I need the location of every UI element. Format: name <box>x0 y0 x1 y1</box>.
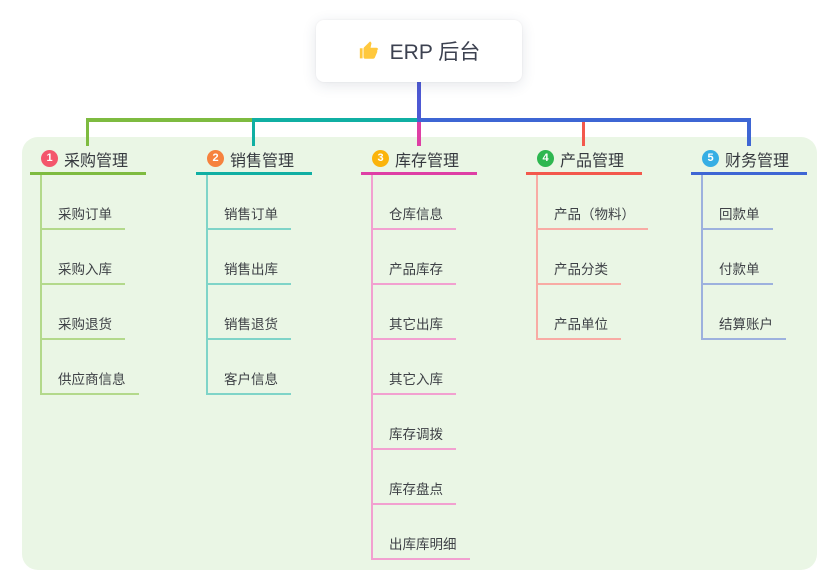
child-node-label[interactable]: 销售订单 <box>208 203 291 230</box>
branch-node-purchase-management[interactable]: 1 采购管理 <box>30 145 146 175</box>
branch-node-inventory-management[interactable]: 3 库存管理 <box>361 145 477 175</box>
child-node-label[interactable]: 回款单 <box>703 203 773 230</box>
child-row: 库存调拨 <box>373 395 501 450</box>
child-row: 销售出库 <box>208 230 336 285</box>
child-row: 采购订单 <box>42 175 170 230</box>
branch-children-product-management: 产品（物料） 产品分类产品单位 <box>536 175 666 340</box>
child-node-label[interactable]: 供应商信息 <box>42 368 139 395</box>
child-row: 客户信息 <box>208 340 336 395</box>
child-row: 采购入库 <box>42 230 170 285</box>
child-node-label[interactable]: 结算账户 <box>703 313 786 340</box>
child-row: 出库库明细 <box>373 505 501 560</box>
child-row: 其它入库 <box>373 340 501 395</box>
branch-node-finance-management[interactable]: 5 财务管理 <box>691 145 807 175</box>
branch-children-purchase-management: 采购订单采购入库采购退货供应商信息 <box>40 175 170 395</box>
connector-elbow-purchase-h <box>85 118 256 122</box>
branch-node-label: 产品管理 <box>560 152 625 170</box>
child-node-label[interactable]: 采购退货 <box>42 313 125 340</box>
child-row: 产品（物料） <box>538 175 666 230</box>
child-node-label[interactable]: 销售出库 <box>208 258 291 285</box>
connector-drop-inventory <box>417 119 421 146</box>
child-node-label[interactable]: 付款单 <box>703 258 773 285</box>
child-node-label[interactable]: 出库库明细 <box>373 533 470 560</box>
child-node-label[interactable]: 仓库信息 <box>373 203 456 230</box>
child-node-label[interactable]: 其它出库 <box>373 313 456 340</box>
child-node-label[interactable]: 销售退货 <box>208 313 291 340</box>
connector-elbow-finance-h <box>417 118 751 122</box>
branch-purchase-management: 1 采购管理采购订单采购入库采购退货供应商信息 <box>30 145 170 395</box>
branch-number-badge: 4 <box>537 150 554 167</box>
child-row: 销售订单 <box>208 175 336 230</box>
branch-sales-management: 2 销售管理销售订单销售出库销售退货客户信息 <box>196 145 336 395</box>
branch-number-badge: 1 <box>41 150 58 167</box>
root-node-label: ERP 后台 <box>389 41 481 64</box>
connector-drop-product <box>581 119 586 146</box>
child-node-label[interactable]: 库存调拨 <box>373 423 456 450</box>
child-node-label[interactable]: 采购入库 <box>42 258 125 285</box>
branch-node-sales-management[interactable]: 2 销售管理 <box>196 145 312 175</box>
branch-node-label: 采购管理 <box>64 152 129 170</box>
branch-node-label: 库存管理 <box>395 152 460 170</box>
child-node-label[interactable]: 采购订单 <box>42 203 125 230</box>
child-row: 其它出库 <box>373 285 501 340</box>
branch-finance-management: 5 财务管理回款单付款单结算账户 <box>691 145 831 340</box>
branch-node-label: 销售管理 <box>230 152 295 170</box>
child-row: 付款单 <box>703 230 831 285</box>
branch-number-badge: 5 <box>702 150 719 167</box>
branch-children-sales-management: 销售订单销售出库销售退货客户信息 <box>206 175 336 395</box>
branch-children-inventory-management: 仓库信息产品库存其它出库其它入库库存调拨库存盘点出库库明细 <box>371 175 501 560</box>
branch-inventory-management: 3 库存管理仓库信息产品库存其它出库其它入库库存调拨库存盘点出库库明细 <box>361 145 501 560</box>
child-row: 仓库信息 <box>373 175 501 230</box>
branch-product-management: 4 产品管理产品（物料） 产品分类产品单位 <box>526 145 666 340</box>
child-node-label[interactable]: 其它入库 <box>373 368 456 395</box>
root-node-erp-backend[interactable]: ERP 后台 <box>316 20 522 82</box>
branch-node-product-management[interactable]: 4 产品管理 <box>526 145 642 175</box>
connector-elbow-sales-h <box>251 118 421 122</box>
child-row: 产品单位 <box>538 285 666 340</box>
connector-elbow-purchase-v <box>85 118 90 146</box>
connector-root-stem <box>417 82 421 119</box>
branch-children-finance-management: 回款单付款单结算账户 <box>701 175 831 340</box>
child-row: 库存盘点 <box>373 450 501 505</box>
child-node-label[interactable]: 产品（物料） <box>538 203 648 230</box>
child-row: 产品分类 <box>538 230 666 285</box>
child-node-label[interactable]: 库存盘点 <box>373 478 456 505</box>
branch-number-badge: 3 <box>372 150 389 167</box>
branch-node-label: 财务管理 <box>725 152 790 170</box>
child-node-label[interactable]: 产品库存 <box>373 258 456 285</box>
child-node-label[interactable]: 客户信息 <box>208 368 291 395</box>
child-node-label[interactable]: 产品单位 <box>538 313 621 340</box>
child-row: 采购退货 <box>42 285 170 340</box>
child-row: 结算账户 <box>703 285 831 340</box>
child-row: 回款单 <box>703 175 831 230</box>
child-row: 销售退货 <box>208 285 336 340</box>
connector-elbow-finance-v <box>747 118 751 146</box>
branches-background-panel <box>22 137 817 570</box>
branch-number-badge: 2 <box>207 150 224 167</box>
child-row: 供应商信息 <box>42 340 170 395</box>
child-row: 产品库存 <box>373 230 501 285</box>
child-node-label[interactable]: 产品分类 <box>538 258 621 285</box>
thumbs-up-icon <box>358 40 380 62</box>
connector-elbow-sales-v <box>251 118 256 146</box>
